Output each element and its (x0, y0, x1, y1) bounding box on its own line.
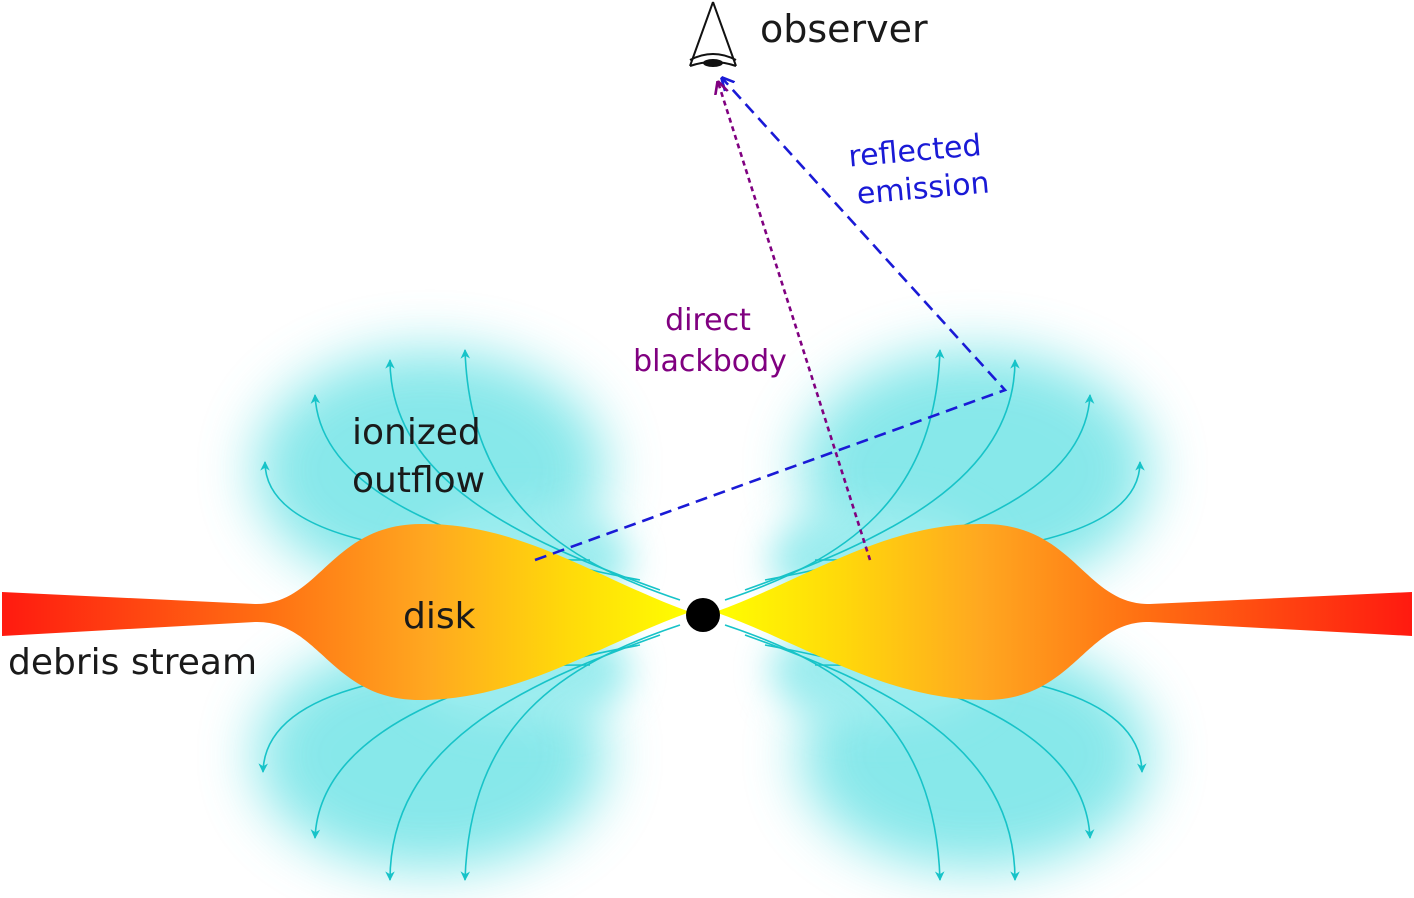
reflected-emission-path (534, 78, 1008, 562)
black-hole-dot (686, 598, 720, 632)
direct-label-line1: direct (665, 303, 751, 338)
direct-blackbody-path (718, 82, 872, 561)
direct-label-line2: blackbody (633, 344, 787, 379)
disk-right (715, 523, 1412, 700)
eye-icon (689, 1, 737, 67)
disk-left (2, 523, 690, 700)
observer-label: observer (760, 7, 928, 51)
disk-label: disk (403, 596, 476, 637)
outflow-label-line2: outflow (352, 460, 485, 501)
outflow-label-line1: ionized (352, 412, 481, 453)
reflected-emission-label: reflected emission (847, 128, 991, 212)
reflected-label-line2: emission (855, 166, 991, 212)
debris-stream-label: debris stream (8, 642, 257, 683)
